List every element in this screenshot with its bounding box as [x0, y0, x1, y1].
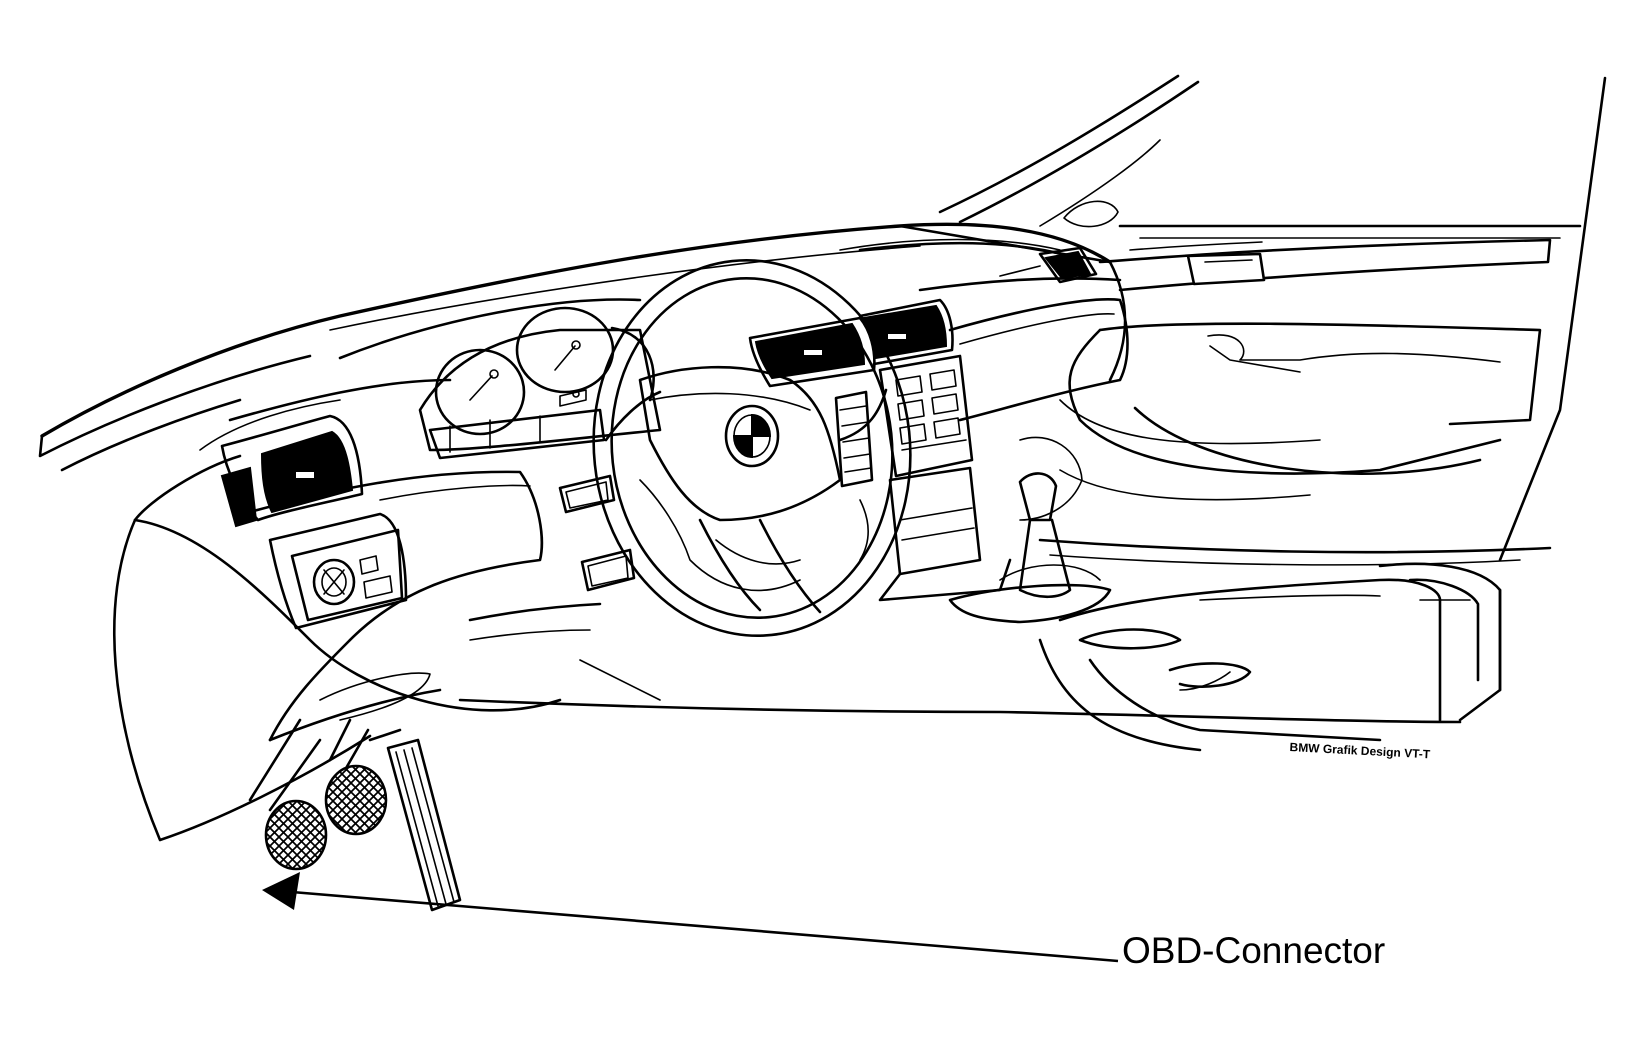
- arrowhead-left-icon: [262, 872, 300, 910]
- clutch-pedal: [324, 764, 388, 836]
- obd-connector-label: OBD-Connector: [1122, 930, 1386, 971]
- light-switch-panel: [268, 512, 408, 630]
- center-stack: [878, 354, 1012, 602]
- door-panel: [1038, 224, 1582, 566]
- obd-callout: [262, 872, 1119, 963]
- windshield-frame: [938, 74, 1607, 562]
- accelerator-pedal: [368, 728, 462, 912]
- steering-buttons: [834, 390, 874, 488]
- dashboard-top: [38, 222, 1127, 472]
- floor-line: [458, 659, 1462, 724]
- center-console: [1038, 562, 1502, 752]
- gear-shifter: [948, 436, 1112, 624]
- dashboard-face: [199, 378, 602, 742]
- pedals: [248, 718, 462, 912]
- center-vents: [748, 298, 954, 388]
- brake-pedal: [264, 799, 328, 871]
- instrument-cluster: [338, 298, 662, 460]
- passenger-dash: [858, 241, 1129, 422]
- left-switch-cluster: [558, 474, 636, 592]
- left-air-vent: [220, 414, 364, 528]
- steering-wheel: [592, 259, 912, 637]
